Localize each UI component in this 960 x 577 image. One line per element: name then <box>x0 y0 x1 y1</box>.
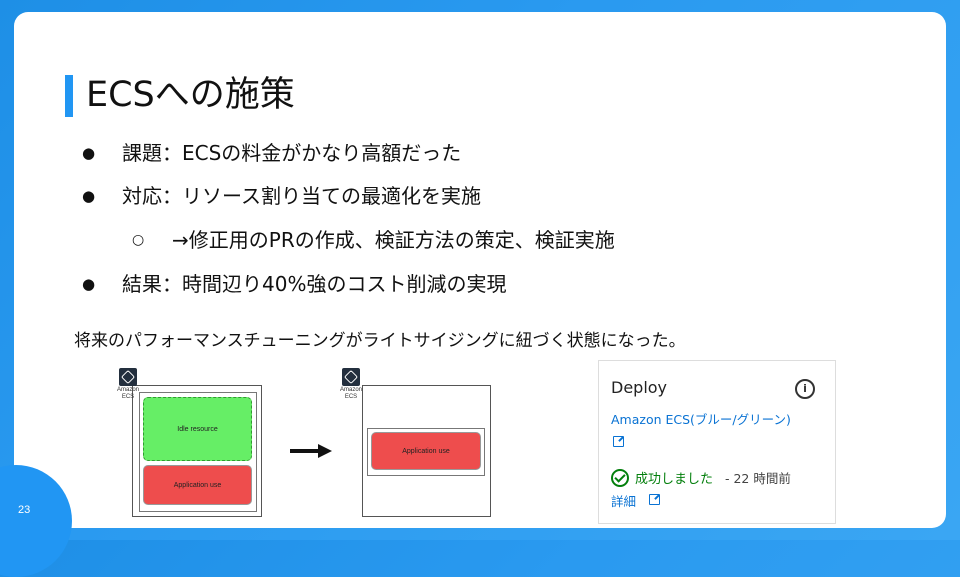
bullet-text: 対応：リソース割り当ての最適化を実施 <box>122 184 481 208</box>
bullet-dot-icon: ● <box>82 144 96 162</box>
detail-link[interactable]: 詳細 <box>611 494 637 509</box>
deploy-title: Deploy <box>611 378 668 397</box>
ecs-label: Amazon ECS <box>116 387 139 400</box>
bullet-text: 課題：ECSの料金がかなり高額だった <box>122 141 462 165</box>
bullet-dot-icon: ● <box>82 187 96 205</box>
ecs-icon <box>342 368 360 386</box>
deployment-link[interactable]: Amazon ECS(ブルー/グリーン) <box>611 412 791 427</box>
title-accent-bar <box>65 75 73 117</box>
bullet-circle-icon: ○ <box>132 232 145 248</box>
status-text: 成功しました <box>635 472 714 487</box>
idle-resource-box: Idle resource <box>143 397 252 461</box>
arrow-right-icon <box>290 444 332 458</box>
application-use-box: Application use <box>143 465 252 505</box>
page-number: 23 <box>18 504 31 516</box>
application-use-box: Application use <box>371 432 481 470</box>
success-check-icon <box>611 469 629 487</box>
time-ago: - 22 時間前 <box>725 471 791 486</box>
deploy-panel: Deploy i Amazon ECS(ブルー/グリーン) 成功しました - 2… <box>598 360 836 524</box>
bullet-text: →修正用のPRの作成、検証方法の策定、検証実施 <box>172 228 615 252</box>
info-icon[interactable]: i <box>795 379 815 399</box>
bullet-dot-icon: ● <box>82 275 96 293</box>
summary-text: 将来のパフォーマンスチューニングがライトサイジングに紐づく状態になった。 <box>74 331 686 351</box>
external-link-icon[interactable] <box>649 494 660 505</box>
external-link-icon[interactable] <box>613 436 624 447</box>
ecs-icon <box>119 368 137 386</box>
ecs-label: Amazon ECS <box>339 387 362 400</box>
bullet-text: 結果：時間辺り40%強のコスト削減の実現 <box>122 272 507 296</box>
slide-title: ECSへの施策 <box>86 75 295 115</box>
